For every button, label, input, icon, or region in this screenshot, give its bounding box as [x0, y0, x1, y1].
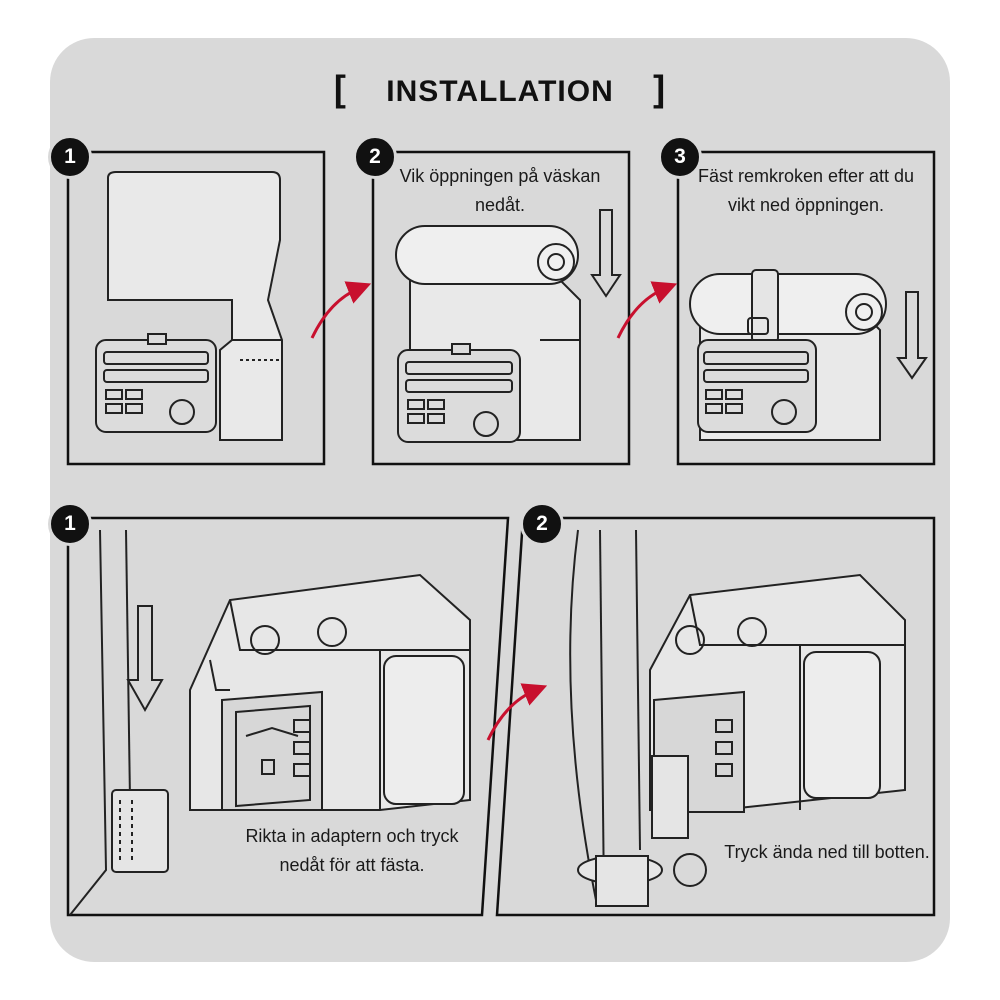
red-curved-arrow-icon: [616, 281, 678, 339]
page-title: [ INSTALLATION ]: [0, 68, 1000, 110]
panel-bottom-1-frame: [66, 516, 510, 917]
title-bracket-right: ]: [653, 68, 667, 109]
step-badge-bottom-2: 2: [520, 502, 564, 546]
down-arrow-icon: [590, 209, 622, 298]
panel-top-3-frame: [676, 150, 936, 466]
bag-adapter-drawing: [69, 529, 471, 916]
step-text-top-2: Vik öppningen på väskan nedåt.: [399, 166, 601, 215]
title-bracket-left: [: [333, 68, 347, 109]
red-curved-arrow-icon: [486, 683, 548, 741]
down-arrow-icon: [126, 605, 164, 713]
panel-top-2-frame: [371, 150, 631, 466]
step-badge-top-2: 2: [353, 135, 397, 179]
step-badge-bottom-1: 1: [48, 502, 92, 546]
panel-top-1-frame: [66, 150, 326, 466]
bag-strapped-drawing: [689, 269, 887, 441]
step-text-bottom-2: Tryck ända ned till botten.: [724, 842, 930, 862]
bag-rolled-drawing: [395, 225, 581, 443]
step-text-bottom-1: Rikta in adaptern och tryck nedåt för at…: [245, 826, 459, 875]
bag-open-drawing: [95, 171, 283, 441]
step-badge-top-3: 3: [658, 135, 702, 179]
step-text-top-3: Fäst remkroken efter att du vikt ned öpp…: [697, 166, 915, 215]
title-text: INSTALLATION: [386, 75, 614, 108]
step-badge-top-1: 1: [48, 135, 92, 179]
bag-mounted-drawing: [569, 529, 906, 907]
down-arrow-icon: [896, 291, 928, 380]
red-curved-arrow-icon: [310, 281, 372, 339]
panel-bottom-2-frame: [495, 516, 936, 917]
